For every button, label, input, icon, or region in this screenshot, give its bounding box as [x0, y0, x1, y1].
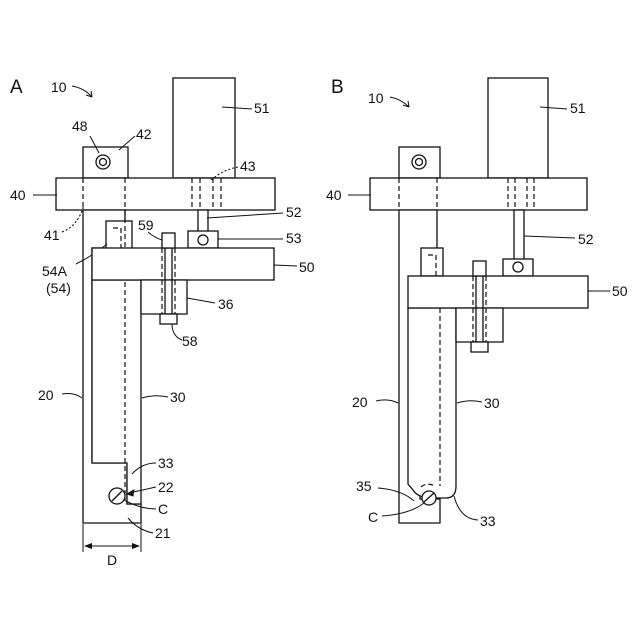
dim-arrow-left-a: [84, 543, 92, 549]
block-label-b: 50: [612, 283, 628, 299]
nut-label-a: 59: [138, 217, 154, 233]
rod-label-a: 52: [286, 204, 302, 220]
inner-arm-leader-a: [142, 396, 168, 398]
pivot-arrow-label-a: 22: [158, 479, 174, 495]
step-label-a: 33: [158, 455, 174, 471]
bore-label-a: 43: [240, 158, 256, 174]
step-label-b: 33: [480, 513, 496, 529]
clamp-a: [106, 221, 132, 249]
panel-a-letter: A: [10, 77, 23, 98]
block-a: [92, 248, 274, 280]
plate-label-a: 40: [10, 187, 26, 203]
column-label-b: 51: [570, 100, 586, 116]
panel-a-assembly-label: 10: [51, 79, 67, 95]
outer-arm-label-b: 20: [352, 394, 368, 410]
panel-b: B 10 51 40 52 20: [326, 77, 628, 529]
inner-arm-leader-b: [457, 401, 482, 403]
rod-leader-a: [207, 213, 283, 218]
pivot-label-b: C: [368, 509, 378, 525]
inner-arm-label-a: 30: [170, 389, 186, 405]
block-label-a: 50: [299, 259, 315, 275]
panel-b-assembly-label: 10: [368, 90, 384, 106]
nut-plate-a: [141, 280, 187, 314]
nut-b: [473, 261, 486, 276]
column-label-a: 51: [254, 100, 270, 116]
panel-a: A 10 51 48 42 40 43 41: [10, 77, 315, 568]
fixture-plate-a: [56, 178, 275, 210]
clamp-group-label-a: (54): [46, 280, 71, 296]
nut-plate-label-a: 36: [218, 296, 234, 312]
clamp-id-label-a: 54A: [42, 263, 68, 279]
bracket-a: [83, 147, 128, 178]
clamp-b: [421, 248, 443, 276]
panel-b-letter: B: [331, 77, 344, 98]
rod-leader-b: [524, 236, 575, 238]
bolt-head-a: [160, 314, 177, 324]
dim-label-a: D: [107, 552, 117, 568]
plate-edge-label-a: 41: [44, 227, 60, 243]
dim-arrow-right-a: [132, 543, 140, 549]
pivot-label-a: C: [158, 501, 168, 517]
column-a: [173, 78, 235, 178]
hole-label-a: 48: [72, 118, 88, 134]
block-leader-a: [274, 265, 297, 266]
bolt-label-a: 58: [182, 333, 198, 349]
rod-b: [514, 210, 524, 260]
column-b: [488, 78, 548, 178]
outer-arm-label-a: 20: [38, 387, 54, 403]
nut-plate-leader-a: [187, 298, 215, 303]
nut-a: [162, 233, 175, 248]
bolt-head-b: [471, 342, 488, 352]
rod-label-b: 52: [578, 231, 594, 247]
block-b: [408, 276, 588, 308]
assembly-arrow-a: [72, 86, 92, 97]
bracket-label-a: 42: [136, 126, 152, 142]
plate-label-b: 40: [326, 187, 342, 203]
nut-leader-a: [148, 232, 162, 240]
bracket-b: [399, 147, 440, 178]
outer-arm-leader-b: [376, 400, 398, 403]
collar-label-a: 53: [286, 230, 302, 246]
rod-a: [198, 210, 208, 232]
inner-arm-b: [408, 308, 456, 498]
inner-arm-label-b: 30: [484, 395, 500, 411]
assembly-arrow-b: [390, 97, 409, 107]
fixture-plate-b: [370, 178, 587, 210]
pin-label-a: 21: [155, 525, 171, 541]
gap-label-b: 35: [356, 478, 372, 494]
nut-plate-b: [456, 308, 503, 342]
step-leader-b: [454, 496, 478, 520]
bolt-leader-a: [172, 324, 182, 340]
outer-arm-leader-a: [62, 394, 82, 399]
